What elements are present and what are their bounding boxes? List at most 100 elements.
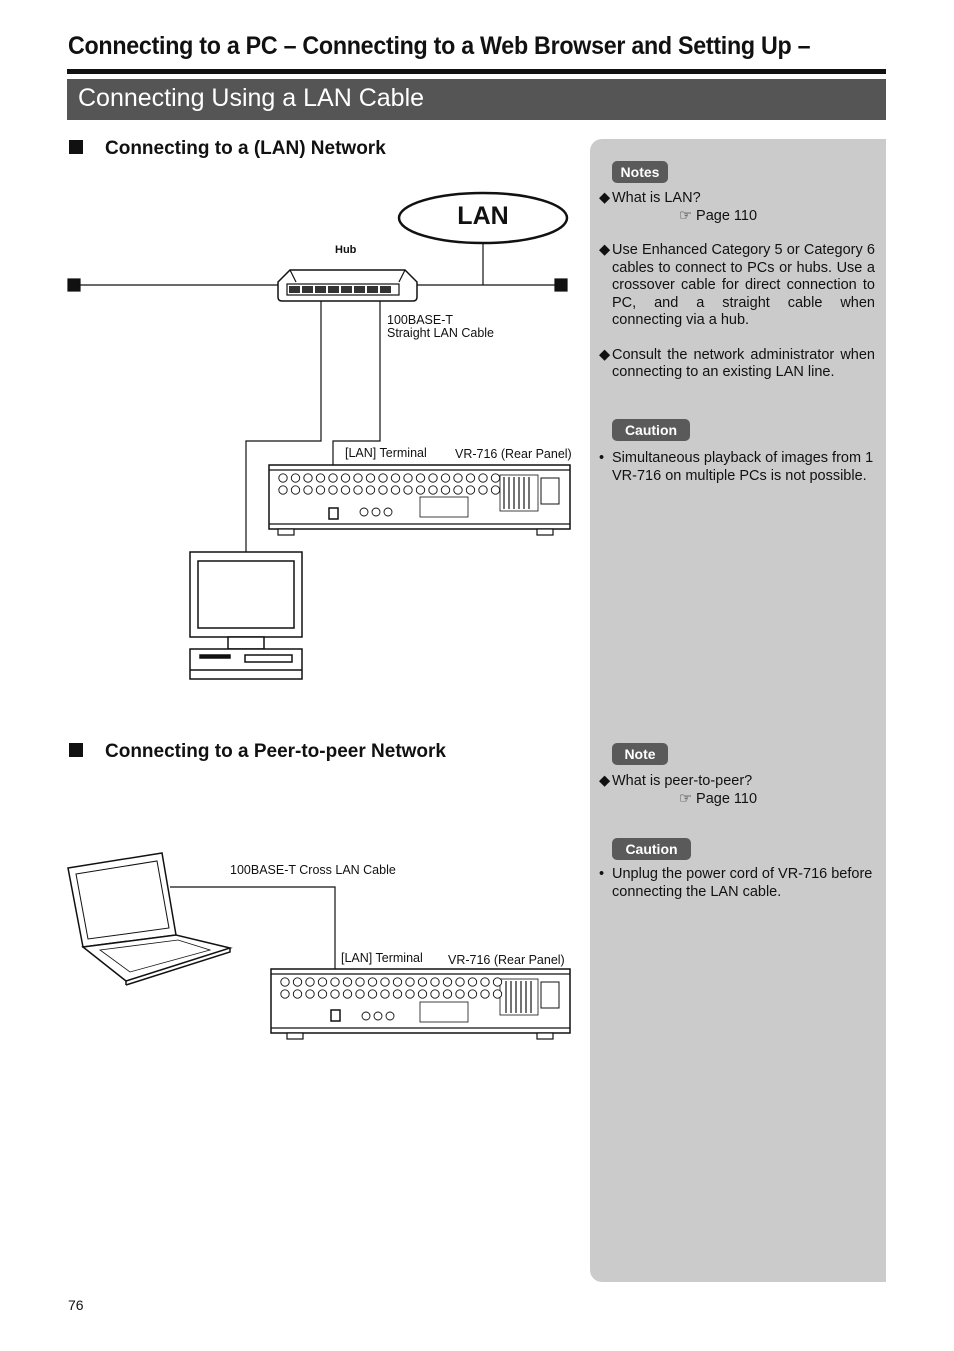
page-title: Connecting to a PC – Connecting to a Web…	[68, 32, 811, 60]
notes-badge: Notes	[612, 161, 668, 183]
audio-connector	[383, 507, 393, 517]
bnc-connector	[403, 485, 413, 495]
page-reference: ☞ Page 110	[679, 207, 758, 224]
bnc-connector	[428, 485, 438, 495]
diamond-bullet-icon: ◆	[599, 773, 611, 789]
bnc-connector	[353, 485, 363, 495]
bnc-connector	[290, 485, 301, 495]
bnc-connector	[492, 989, 503, 999]
caution-list: • Unplug the power cord of VR-716 before…	[599, 866, 875, 901]
peer-network-heading: Connecting to a Peer-to-peer Network	[69, 741, 446, 763]
note-item: ◆ Consult the network administrator when…	[599, 347, 875, 382]
caution-text: Unplug the power cord of VR-716 before c…	[612, 866, 873, 900]
bnc-connector	[492, 977, 503, 987]
bnc-connector	[378, 473, 388, 483]
caution-item: • Unplug the power cord of VR-716 before…	[599, 866, 875, 901]
bnc-connector	[442, 989, 453, 999]
bnc-connector	[380, 977, 390, 987]
bnc-connector	[315, 485, 326, 495]
hub-label: Hub	[335, 244, 357, 256]
bnc-connector	[467, 989, 478, 999]
network-endpoint	[554, 278, 568, 292]
note-text: What is peer-to-peer?	[612, 773, 753, 789]
heading-text: Connecting to a (LAN) Network	[105, 138, 386, 159]
cable-label-line-2: Straight LAN Cable	[387, 326, 495, 340]
bnc-connector	[392, 977, 403, 987]
audio-connector	[361, 1011, 371, 1021]
section-bar: Connecting Using a LAN Cable	[67, 79, 886, 120]
pc-monitor-icon	[189, 551, 303, 650]
diamond-bullet-icon: ◆	[599, 190, 611, 206]
recorder-rear-panel-icon	[270, 968, 571, 1040]
bnc-connector	[355, 977, 365, 987]
bnc-connector	[390, 485, 401, 495]
recorder-rear-panel-icon	[268, 464, 571, 536]
bnc-connector	[367, 989, 378, 999]
bnc-connector	[280, 977, 290, 987]
square-bullet-icon	[69, 743, 83, 757]
bnc-connector	[355, 989, 365, 999]
bnc-connector	[328, 473, 338, 483]
bnc-connector	[480, 977, 490, 987]
bnc-connector	[305, 989, 315, 999]
bnc-connector	[392, 989, 403, 999]
device-label: VR-716 (Rear Panel)	[448, 953, 565, 967]
bnc-connector	[403, 473, 413, 483]
cable-label-line-1: 100BASE-T	[387, 313, 454, 327]
bnc-connector	[430, 989, 440, 999]
bnc-connector	[292, 977, 303, 987]
note-text: Consult the network administrator when c…	[612, 346, 875, 381]
bnc-connector	[480, 989, 490, 999]
note-item: ◆ Use Enhanced Category 5 or Category 6 …	[599, 242, 875, 330]
bnc-connector	[415, 473, 426, 483]
bnc-connector	[415, 485, 426, 495]
bnc-connector	[292, 989, 303, 999]
lan-network-heading: Connecting to a (LAN) Network	[69, 138, 386, 160]
bnc-connector	[430, 977, 440, 987]
note-item: ◆ What is LAN? ☞ Page 110	[599, 190, 875, 225]
bnc-connector	[455, 989, 465, 999]
lan-label: LAN	[457, 202, 509, 230]
bnc-connector	[478, 473, 488, 483]
audio-connector	[359, 507, 369, 517]
audio-connector	[371, 507, 381, 517]
note-badge: Note	[612, 743, 668, 765]
bnc-connector	[278, 473, 288, 483]
note-text: What is LAN?	[612, 190, 701, 206]
bnc-connector	[315, 473, 326, 483]
page-reference: ☞ Page 110	[679, 790, 758, 807]
bnc-connector	[330, 977, 340, 987]
device-label: VR-716 (Rear Panel)	[455, 447, 572, 461]
note-text: Use Enhanced Category 5 or Category 6 ca…	[612, 242, 875, 328]
bnc-connector	[328, 485, 338, 495]
bnc-connector	[465, 485, 476, 495]
bullet: •	[599, 866, 605, 882]
bnc-connector	[440, 473, 451, 483]
peer-note-list: ◆ What is peer-to-peer? ☞ Page 110	[599, 773, 875, 808]
diamond-bullet-icon: ◆	[599, 242, 611, 258]
bnc-connector	[490, 485, 501, 495]
audio-connector	[385, 1011, 395, 1021]
bnc-connector	[305, 977, 315, 987]
notes-list: ◆ What is LAN? ☞ Page 110 ◆ Use Enhanced…	[599, 190, 875, 382]
page-number: 76	[68, 1297, 84, 1313]
bnc-connector	[340, 473, 351, 483]
bnc-connector	[417, 977, 428, 987]
bnc-connector	[365, 473, 376, 483]
square-bullet-icon	[69, 140, 83, 154]
network-endpoint	[67, 278, 81, 292]
caution-badge: Caution	[612, 419, 690, 441]
cross-cable-label: 100BASE-T Cross LAN Cable	[230, 863, 396, 877]
bnc-connector	[440, 485, 451, 495]
bnc-connector	[465, 473, 476, 483]
bnc-connector	[342, 989, 353, 999]
heading-text: Connecting to a Peer-to-peer Network	[105, 741, 446, 762]
bnc-connector	[303, 485, 313, 495]
lan-terminal-label: [LAN] Terminal	[345, 446, 427, 460]
bnc-connector	[330, 989, 340, 999]
lan-port-icon	[330, 1009, 341, 1022]
caution-list: • Simultaneous playback of images from 1…	[599, 450, 875, 485]
bnc-connector	[453, 485, 463, 495]
bnc-connector	[367, 977, 378, 987]
